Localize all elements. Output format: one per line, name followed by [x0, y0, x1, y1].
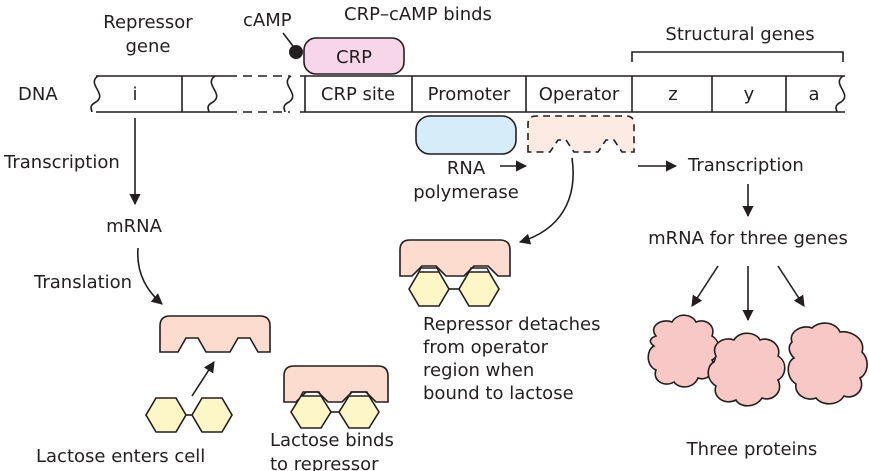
detach-label-line2: from operator — [423, 337, 549, 358]
repressor-gene-label-line2: gene — [126, 36, 171, 57]
mrna-three-label: mRNA for three genes — [648, 228, 848, 249]
operator-label: Operator — [539, 84, 620, 105]
lactose-molecule-entering — [145, 397, 233, 433]
transcription-left-label: Transcription — [3, 152, 120, 173]
repressor-gene-label-line1: Repressor — [103, 12, 193, 33]
mrna-label: mRNA — [106, 216, 163, 237]
protein-arrow-left — [691, 265, 719, 307]
translation-label: Translation — [33, 272, 132, 293]
three-proteins-label: Three proteins — [686, 439, 818, 460]
repressor-ghost-outline — [527, 115, 635, 153]
lactose-bound-repressor — [283, 365, 389, 429]
detach-arrow — [518, 157, 574, 245]
structural-genes-bracket — [631, 51, 844, 62]
rna-polymerase-label-line1: RNA — [447, 158, 486, 179]
structural-genes-label: Structural genes — [665, 24, 814, 45]
dna-label: DNA — [18, 84, 58, 105]
detach-label-line3: region when — [423, 360, 534, 381]
crp-camp-binds-label: CRP–cAMP binds — [344, 4, 492, 25]
gene-i-label: i — [132, 84, 137, 105]
crp-label: CRP — [336, 47, 372, 68]
detached-repressor-complex — [399, 239, 511, 307]
crp-site-label: CRP site — [321, 84, 395, 105]
camp-connector — [282, 32, 294, 47]
detach-label-line1: Repressor detaches — [423, 314, 601, 335]
promoter-label: Promoter — [428, 84, 511, 105]
protein-arrow-right — [777, 265, 805, 307]
crp-protein-shape — [303, 37, 405, 75]
gene-y-label: y — [744, 84, 755, 105]
rna-polymerase-label-line2: polymerase — [413, 182, 519, 203]
detach-label-line4: bound to lactose — [423, 383, 574, 404]
lactose-enters-arrow — [191, 361, 215, 397]
three-proteins-blobs — [647, 314, 868, 407]
dna-strand — [90, 75, 846, 113]
gene-a-label: a — [808, 84, 819, 105]
gene-z-label: z — [668, 84, 677, 105]
free-repressor-shape — [159, 315, 271, 353]
camp-dot — [289, 45, 303, 59]
lactose-enters-label: Lactose enters cell — [36, 446, 205, 467]
transcription-right-label: Transcription — [687, 155, 804, 176]
lactose-binds-label-line2: to repressor — [270, 454, 379, 471]
lactose-binds-label-line1: Lactose binds — [270, 430, 394, 451]
rna-polymerase-shape — [415, 115, 517, 155]
translation-arrow — [137, 247, 163, 305]
camp-label: cAMP — [243, 10, 292, 31]
